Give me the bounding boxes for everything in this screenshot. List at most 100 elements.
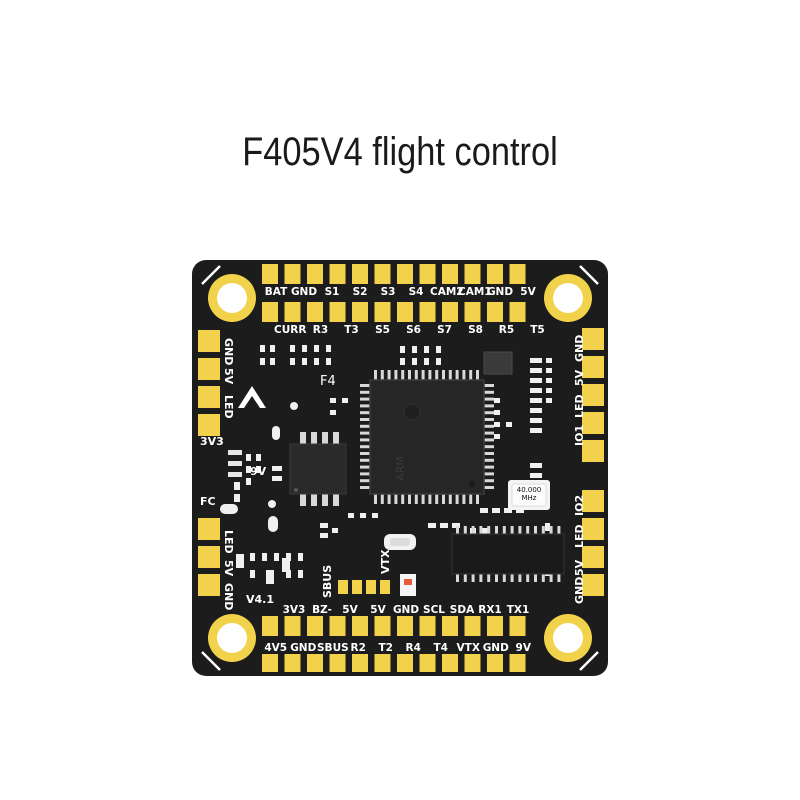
mount-hole-br — [544, 614, 592, 662]
board-graphic — [192, 260, 608, 676]
mcu-mark: ARM — [393, 456, 407, 481]
solder-pad — [487, 302, 503, 322]
pad-label: T5 — [530, 324, 545, 336]
pad-label: TX1 — [506, 604, 530, 616]
solder-pad — [419, 264, 436, 284]
pad-label: SDA — [449, 604, 475, 616]
solder-pad — [307, 302, 323, 322]
pad-label: S6 — [406, 324, 421, 336]
solder-pad — [262, 654, 278, 672]
solder-pad — [397, 302, 413, 322]
pad-label: GND — [486, 286, 514, 298]
corner-marks — [201, 265, 599, 671]
solder-pad — [509, 302, 526, 322]
right-label-led-2: LED — [573, 524, 586, 548]
solder-pad — [582, 440, 604, 462]
pads-top-outer — [262, 264, 526, 284]
solder-pad — [329, 654, 346, 672]
solder-pad — [464, 654, 481, 672]
baro-chip — [483, 351, 513, 375]
solder-pad — [307, 654, 323, 672]
jumper-label-fc: FC — [200, 495, 216, 508]
osd-chip — [451, 526, 565, 582]
solder-pad — [464, 264, 481, 284]
pad-label: 5V — [520, 286, 536, 298]
pad-label: GND — [290, 286, 318, 298]
pads-left — [198, 330, 220, 596]
solder-pad — [284, 654, 301, 672]
solder-pad — [307, 616, 323, 636]
pad-label: T3 — [344, 324, 359, 336]
solder-jumpers — [220, 402, 298, 532]
solder-pad — [582, 490, 604, 512]
solder-pad — [374, 654, 391, 672]
solder-pad — [198, 330, 220, 352]
solder-pad — [442, 616, 458, 636]
pad-label: S5 — [375, 324, 390, 336]
pad-label: 3V3 — [282, 604, 306, 616]
crystal-freq: 40.000 — [516, 486, 542, 494]
pad-label: R4 — [405, 642, 421, 654]
solder-pad — [487, 264, 503, 284]
left-label-gnd: GND — [222, 338, 235, 366]
solder-pad — [307, 264, 323, 284]
smd-components — [228, 345, 552, 578]
pad-label: SBUS — [317, 642, 349, 654]
right-label-gnd: GND — [573, 334, 586, 362]
left-label-5v-2: 5V — [222, 560, 235, 577]
mcu-chip — [360, 370, 494, 504]
pad-label: 9V — [515, 642, 531, 654]
left-label-led-2: LED — [222, 530, 235, 554]
pads-bottom-inner — [262, 616, 526, 636]
left-label-gnd-2: GND — [222, 583, 235, 611]
solder-pad — [198, 518, 220, 540]
solder-pad — [582, 356, 604, 378]
solder-pad — [582, 328, 604, 350]
solder-pad — [374, 616, 391, 636]
pad-label: GND — [290, 642, 317, 654]
solder-pad — [352, 302, 368, 322]
vtx-label: VTX — [379, 549, 392, 575]
solder-pad — [464, 302, 481, 322]
solder-pad — [262, 302, 278, 322]
solder-pad — [509, 264, 526, 284]
pad-label: 5V — [370, 604, 386, 616]
solder-pad — [329, 302, 346, 322]
pads-right — [582, 328, 604, 596]
solder-pad — [582, 384, 604, 406]
mount-hole-tl — [208, 274, 256, 322]
solder-pad — [442, 654, 458, 672]
solder-pad — [509, 654, 526, 672]
pad-label: GND — [482, 642, 509, 654]
solder-pad — [262, 616, 278, 636]
jumper-label-9v: 9V — [250, 465, 267, 478]
solder-pad — [262, 264, 278, 284]
left-label-5v: 5V — [222, 368, 235, 385]
solder-pad — [397, 616, 413, 636]
solder-pad — [284, 302, 301, 322]
solder-pad — [352, 654, 368, 672]
pad-label: BAT — [264, 286, 288, 298]
solder-pad — [419, 616, 436, 636]
solder-pad — [198, 546, 220, 568]
pad-label: R3 — [312, 324, 329, 336]
crystal — [508, 480, 550, 510]
pad-label: SCL — [423, 604, 445, 616]
crystal-unit: MHz — [521, 494, 537, 502]
solder-pad — [352, 264, 368, 284]
crystal-marking: 40.000 MHz — [512, 486, 546, 502]
pad-label: S7 — [437, 324, 452, 336]
solder-pad — [487, 616, 503, 636]
pad-label: T2 — [378, 642, 393, 654]
pad-label: R5 — [498, 324, 515, 336]
right-label-gnd-2: GND — [573, 576, 586, 604]
pad-label: BZ- — [312, 604, 332, 616]
solder-pad — [397, 264, 413, 284]
right-label-5v-2: 5V — [573, 559, 586, 576]
sbus-label: SBUS — [321, 564, 334, 598]
